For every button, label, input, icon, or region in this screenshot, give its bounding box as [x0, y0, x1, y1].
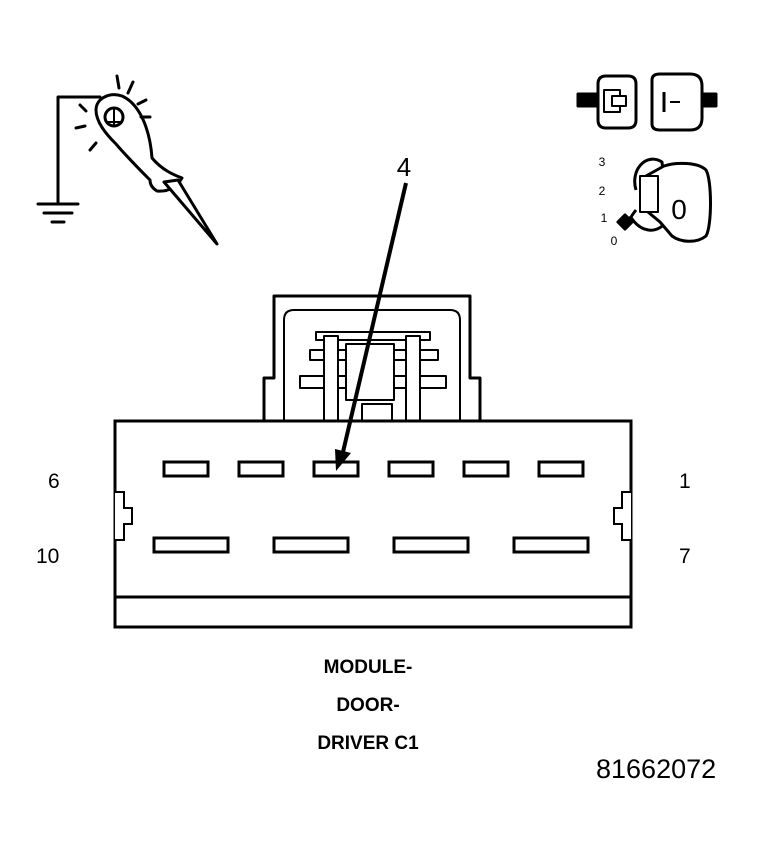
ignition-scale-0: 0: [611, 234, 618, 248]
pin-cavity-8: [392, 536, 470, 554]
callout-arrow: [335, 182, 408, 471]
connector-caption-line-1: MODULE-: [323, 657, 413, 678]
pin-label-bottom-right: 7: [679, 545, 691, 568]
key-position-text: 0: [671, 194, 687, 225]
pin-cavity-9: [272, 536, 350, 554]
pin-label-top-right: 1: [679, 470, 691, 493]
pin-cavity-2: [462, 460, 510, 478]
connector-caption-line-3: DRIVER C1: [317, 733, 419, 754]
pin-cavity-3: [387, 460, 435, 478]
connector-caption-line-2: DOOR-: [336, 695, 400, 716]
connector-latch: [262, 294, 482, 422]
pin-cavity-1: [537, 460, 585, 478]
pin-label-top-left: 6: [48, 470, 60, 493]
pin-cavity-6: [162, 460, 210, 478]
pin-cavity-5: [237, 460, 285, 478]
figure-number: 81662072: [596, 754, 717, 784]
ignition-scale-1: 1: [601, 211, 608, 225]
connector-body: [113, 419, 633, 629]
connector-disconnect-icon: [576, 72, 718, 132]
callout-number: 4: [397, 152, 411, 182]
ignition-scale-2: 2: [599, 184, 606, 198]
pin-cavity-7: [512, 536, 590, 554]
ignition-scale-3: 3: [599, 155, 606, 169]
ignition-key-icon: [616, 157, 712, 243]
pin-label-bottom-left: 10: [36, 545, 60, 568]
pin-cavity-10: [152, 536, 230, 554]
test-probe-icon: [36, 74, 219, 246]
